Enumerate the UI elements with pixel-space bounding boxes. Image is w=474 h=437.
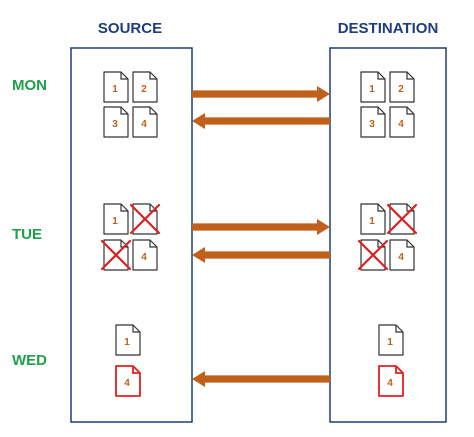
destination-box <box>329 47 447 423</box>
file-number: 1 <box>112 216 118 227</box>
file-number: 3 <box>369 119 375 130</box>
destination-header: DESTINATION <box>338 20 439 37</box>
source-header: SOURCE <box>98 20 162 37</box>
file-number: 4 <box>141 119 147 130</box>
arrow-to-destination <box>192 86 330 102</box>
day-label: WED <box>12 352 47 369</box>
file-number: 1 <box>124 337 130 348</box>
arrow-to-source <box>192 247 330 263</box>
destination-file-icon: 1 <box>360 71 386 103</box>
arrow-to-destination <box>192 219 330 235</box>
source-file-icon: 4 <box>132 239 158 271</box>
destination-file-icon: 1 <box>378 324 404 356</box>
file-number: 4 <box>124 378 130 389</box>
arrow-to-source <box>192 371 330 387</box>
day-label: TUE <box>12 226 42 243</box>
destination-file-icon: 4 <box>389 106 415 138</box>
source-file-icon: 1 <box>103 71 129 103</box>
destination-file-icon: 3 <box>360 106 386 138</box>
file-number: 4 <box>398 252 404 263</box>
file-number: 1 <box>369 216 375 227</box>
destination-file-icon: 4 <box>389 239 415 271</box>
source-file-icon: 4 <box>115 365 141 397</box>
file-icons: 1 2 3 4 1 2 3 4 1 4 1 4 1 4 1 4 <box>100 71 418 397</box>
day-labels: MON TUE WED <box>12 77 47 369</box>
source-file-icon: 1 <box>115 324 141 356</box>
file-number: 3 <box>112 119 118 130</box>
destination-file-icon <box>386 203 418 235</box>
file-number: 2 <box>398 84 404 95</box>
deleted-x-mark <box>386 203 418 235</box>
arrow-to-source <box>192 113 330 129</box>
source-box <box>70 47 193 423</box>
sync-arrows <box>192 86 330 387</box>
file-number: 4 <box>141 252 147 263</box>
destination-file-icon: 1 <box>360 203 386 235</box>
file-number: 2 <box>141 84 147 95</box>
destination-file-icon <box>357 239 389 271</box>
source-file-icon: 4 <box>132 106 158 138</box>
file-number: 4 <box>387 378 393 389</box>
day-label: MON <box>12 77 47 94</box>
source-file-icon <box>100 239 132 271</box>
source-file-icon: 3 <box>103 106 129 138</box>
destination-file-icon: 2 <box>389 71 415 103</box>
file-number: 1 <box>369 84 375 95</box>
source-file-icon <box>129 203 161 235</box>
source-file-icon: 2 <box>132 71 158 103</box>
destination-file-icon: 4 <box>378 365 404 397</box>
file-number: 4 <box>398 119 404 130</box>
deleted-x-mark <box>100 239 132 271</box>
file-number: 1 <box>387 337 393 348</box>
source-file-icon: 1 <box>103 203 129 235</box>
deleted-x-mark <box>357 239 389 271</box>
file-number: 1 <box>112 84 118 95</box>
deleted-x-mark <box>129 203 161 235</box>
